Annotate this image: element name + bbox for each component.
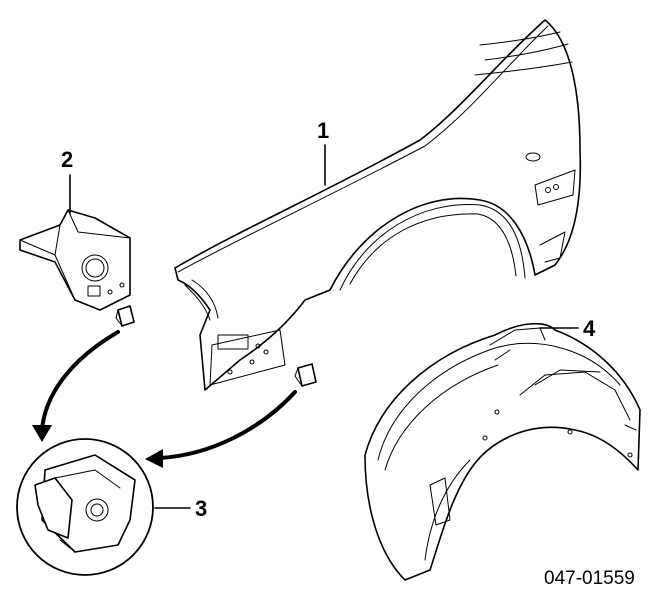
fender-hole bbox=[249, 359, 255, 365]
fender-bracket-part bbox=[19, 209, 131, 311]
callout-2: 2 bbox=[61, 147, 73, 172]
fender-marker-hole bbox=[525, 152, 541, 162]
clip-nut-hole-inner bbox=[90, 503, 104, 517]
callout-4: 4 bbox=[583, 316, 596, 341]
callout-3: 3 bbox=[195, 496, 207, 521]
bracket-round-hole-inner bbox=[85, 258, 105, 278]
clip-nut-small-left bbox=[115, 305, 135, 327]
liner-hole bbox=[627, 452, 633, 458]
bracket-hole bbox=[107, 289, 113, 295]
arrow-right-clip-to-detail bbox=[145, 390, 297, 468]
fender-hole bbox=[263, 349, 269, 355]
bracket-square-hole bbox=[87, 285, 101, 297]
fender-hole bbox=[553, 184, 559, 190]
arrow-left-clip-to-detail bbox=[32, 330, 120, 442]
liner-hole bbox=[567, 429, 573, 435]
wheel-housing-liner-part bbox=[364, 322, 641, 581]
liner-hole bbox=[482, 435, 488, 441]
fender-hole bbox=[227, 369, 233, 375]
clip-nut-detail bbox=[16, 438, 154, 576]
bracket-round-hole bbox=[81, 254, 109, 282]
callout-1: 1 bbox=[317, 118, 329, 143]
front-fender-part bbox=[174, 19, 582, 391]
clip-nut-small-right bbox=[294, 363, 317, 387]
diagram-code: 047-01559 bbox=[544, 568, 635, 589]
fender-hole bbox=[255, 343, 261, 349]
fender-hole bbox=[545, 187, 551, 193]
fender-bracket-slot bbox=[217, 334, 249, 350]
bracket-hole bbox=[119, 282, 125, 288]
liner-hole bbox=[494, 409, 500, 415]
clip-nut-hole bbox=[85, 498, 109, 522]
